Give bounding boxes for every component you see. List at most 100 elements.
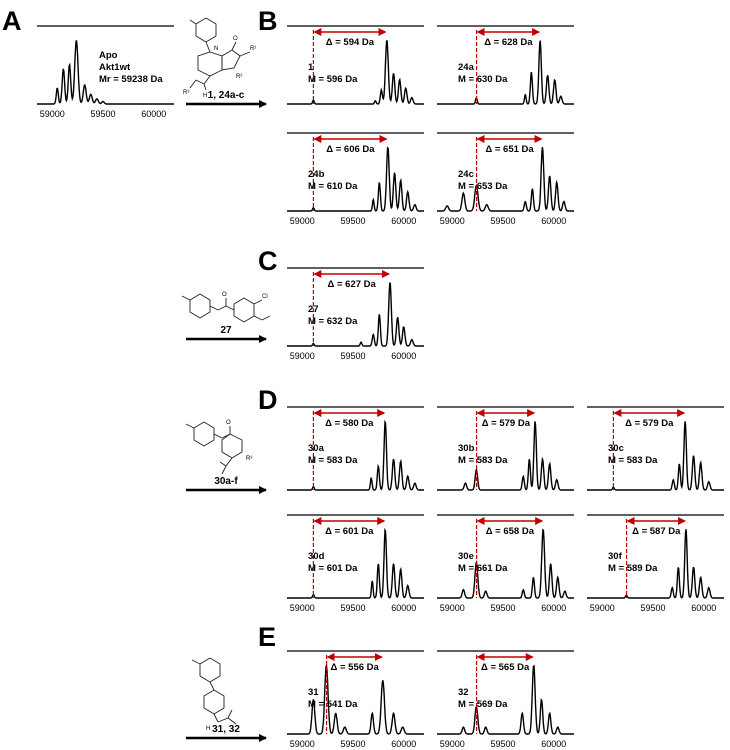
spectrum-line — [287, 419, 424, 491]
delta-label: Δ = 601 Da — [325, 526, 374, 537]
x-tick-label: 60000 — [541, 216, 566, 226]
delta-label: Δ = 579 Da — [482, 418, 531, 429]
annotation-line: 24c — [458, 169, 474, 180]
chemical-structure-e: H — [191, 657, 237, 732]
delta-label: Δ = 565 Da — [481, 662, 530, 673]
x-tick-label: 60000 — [541, 603, 566, 613]
annotation-line: M = 632 Da — [308, 316, 358, 327]
spectrum-line — [287, 665, 424, 735]
annotation-line: 24a — [458, 62, 475, 73]
x-tick-label: 59000 — [40, 109, 65, 119]
annotation-line: 31 — [308, 687, 319, 698]
panel-label-d: D — [258, 385, 278, 415]
annotation-line: M = 653 Da — [458, 181, 508, 192]
x-tick-label: 60000 — [391, 603, 416, 613]
annotation-line: M = 589 Da — [608, 563, 658, 574]
delta-label: Δ = 587 Da — [632, 526, 681, 537]
chemical-structure-c: O Cl — [181, 292, 271, 323]
x-tick-label: 59000 — [290, 351, 315, 361]
delta-label: Δ = 628 Da — [484, 37, 533, 48]
annotation-line: M = 583 Da — [458, 455, 508, 466]
spectrum-line — [287, 527, 424, 599]
annotation-line: 32 — [458, 687, 469, 698]
annotation-line: 30c — [608, 443, 624, 454]
x-tick-label: 60000 — [391, 739, 416, 749]
x-tick-label: 59500 — [490, 739, 515, 749]
spectrum-line — [287, 40, 424, 105]
panel-label-c: C — [258, 246, 278, 276]
annotation-line: M = 583 Da — [308, 455, 358, 466]
x-tick-label: 59500 — [90, 109, 115, 119]
x-tick-label: 59000 — [440, 216, 465, 226]
svg-text:O: O — [226, 420, 231, 426]
x-tick-label: 59000 — [440, 739, 465, 749]
annotation-line: Apo — [99, 50, 118, 61]
x-tick-label: 60000 — [541, 739, 566, 749]
spectrum-line — [287, 282, 424, 347]
annotation-line: 30d — [308, 551, 325, 562]
x-tick-label: 59500 — [490, 603, 515, 613]
delta-label: Δ = 580 Da — [325, 418, 374, 429]
svg-text:Cl: Cl — [262, 294, 268, 300]
chemical-structure-d: O R³ — [185, 420, 252, 475]
annotation-line: M = 596 Da — [308, 74, 358, 85]
svg-text:R²: R² — [236, 74, 242, 80]
x-tick-label: 59000 — [440, 603, 465, 613]
spectrum-line — [437, 421, 574, 491]
annotation-line: M = 583 Da — [608, 455, 658, 466]
delta-label: Δ = 556 Da — [331, 662, 380, 673]
svg-text:O: O — [233, 36, 238, 42]
panel-label-a: A — [2, 6, 22, 36]
annotation-line: M = 610 Da — [308, 181, 358, 192]
delta-label: Δ = 627 Da — [328, 279, 377, 290]
svg-text:H: H — [203, 93, 207, 99]
delta-label: Δ = 606 Da — [326, 144, 375, 155]
spectrum-line — [437, 40, 574, 105]
spectrum-line — [587, 421, 724, 491]
svg-text:R³: R³ — [183, 90, 189, 96]
annotation-line: M = 541 Da — [308, 699, 358, 710]
x-tick-label: 60000 — [391, 216, 416, 226]
x-tick-label: 59500 — [340, 216, 365, 226]
panel-label-e: E — [258, 622, 276, 652]
annotation-line: 30e — [458, 551, 474, 562]
spectrum-line — [437, 528, 574, 599]
x-tick-label: 59500 — [340, 351, 365, 361]
annotation-line: M = 601 Da — [308, 563, 358, 574]
x-tick-label: 59500 — [640, 603, 665, 613]
delta-label: Δ = 579 Da — [625, 418, 674, 429]
annotation-line: 30f — [608, 551, 623, 562]
spectrum-line — [587, 529, 724, 599]
annotation-line: 24b — [308, 169, 325, 180]
compound-label-c: 27 — [220, 325, 232, 336]
annotation-line: 30b — [458, 443, 475, 454]
annotation-line: M = 661 Da — [458, 563, 508, 574]
x-tick-label: 60000 — [691, 603, 716, 613]
delta-label: Δ = 594 Da — [326, 37, 375, 48]
annotation-line: 30a — [308, 443, 325, 454]
svg-text:H: H — [206, 726, 210, 732]
svg-text:R³: R³ — [246, 456, 252, 462]
delta-label: Δ = 651 Da — [485, 144, 534, 155]
panel-label-b: B — [258, 6, 278, 36]
spectrum-line — [287, 146, 424, 212]
annotation-line: 1 — [308, 62, 314, 73]
x-tick-label: 59000 — [290, 603, 315, 613]
x-tick-label: 59500 — [340, 739, 365, 749]
x-tick-label: 59000 — [290, 216, 315, 226]
spectrum-line — [37, 40, 174, 105]
